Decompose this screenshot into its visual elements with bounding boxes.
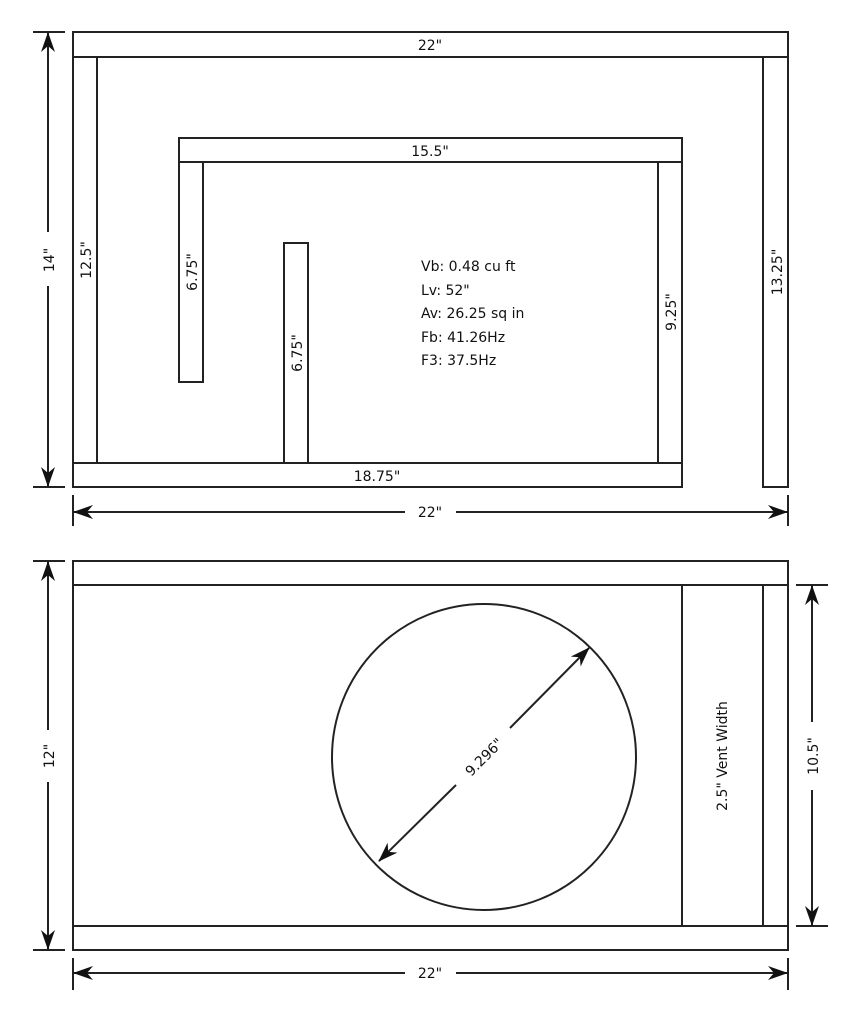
spec-vb: Vb: 0.48 cu ft: [421, 259, 516, 275]
right-panel-label: 13.25": [770, 249, 786, 296]
bottom-panel-label: 18.75": [354, 469, 401, 485]
front-height-label: 12": [42, 744, 58, 768]
bottom-panel: [72, 462, 683, 488]
front-inner-height-dimension: 10.5": [796, 584, 828, 927]
inner-top-panel-label: 15.5": [411, 144, 449, 160]
baffle-left-label: 6.75": [185, 253, 201, 291]
baffle-middle: [283, 242, 309, 464]
specs-block: Vb: 0.48 cu ft Lv: 52" Av: 26.25 sq in F…: [421, 259, 524, 369]
spec-fb: Fb: 41.26Hz: [421, 330, 505, 346]
front-view: 9.296" 2.5" Vent Width 12" 10.5" 22": [33, 560, 828, 990]
top-height-dimension: 14": [33, 31, 65, 488]
spec-av: Av: 26.25 sq in: [421, 306, 524, 322]
top-height-label: 14": [42, 248, 58, 272]
baffle-left: [178, 161, 204, 383]
inner-right-panel-label: 9.25": [664, 293, 680, 331]
outer-top-panel-label: 22": [418, 38, 442, 54]
spec-lv: Lv: 52": [421, 283, 470, 299]
top-width-dimension: 22": [72, 495, 789, 526]
spec-f3: F3: 37.5Hz: [421, 353, 496, 369]
front-inner-height-label: 10.5": [806, 737, 822, 775]
outer-top-panel: [72, 31, 789, 58]
left-panel-label: 12.5": [79, 241, 95, 279]
front-width-dimension: 22": [72, 958, 789, 990]
baffle-middle-label: 6.75": [290, 334, 306, 372]
front-height-dimension: 12": [33, 560, 65, 951]
inner-top-panel: [178, 137, 683, 163]
top-width-label: 22": [418, 505, 442, 521]
front-width-label: 22": [418, 966, 442, 982]
inner-right-panel: [657, 161, 683, 464]
right-panel: [762, 56, 789, 488]
vent-width-label: 2.5" Vent Width: [715, 701, 731, 811]
top-view: 22" 15.5" 18.75" 12.5" 13.25" 9.25" 6.75…: [33, 31, 789, 526]
